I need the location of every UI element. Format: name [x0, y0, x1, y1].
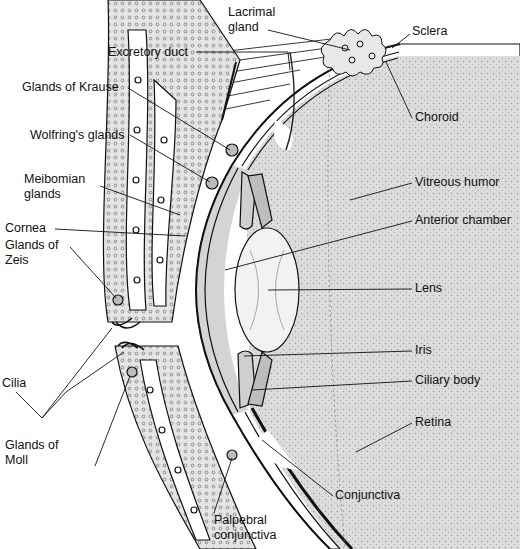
part-label: Choroid [415, 110, 495, 125]
part-label: Cornea [5, 221, 65, 236]
eyeball [196, 44, 520, 549]
part-label: Iris [415, 343, 475, 358]
lacrimal-gland [321, 29, 386, 76]
part-label: Lens [415, 281, 475, 296]
part-label: Lacrimal gland [228, 5, 288, 35]
part-label: Ciliary body [415, 373, 510, 388]
part-label: Cilia [2, 376, 52, 391]
leader-lines [16, 30, 412, 513]
upper-eyelid [103, 0, 240, 322]
part-label: Vitreous humor [415, 175, 515, 190]
part-label: Excretory duct [108, 45, 203, 60]
part-label: Conjunctiva [335, 488, 425, 503]
part-label: Retina [415, 415, 475, 430]
part-label: Glands of Krause [22, 80, 132, 95]
part-label: Wolfring's glands [30, 128, 140, 143]
cilia [112, 318, 144, 350]
part-label: Sclera [412, 24, 472, 39]
part-label: Palpebral conjunctiva [214, 513, 299, 543]
part-label: Glands of Moll [5, 438, 75, 468]
part-label: Anterior chamber [415, 213, 520, 228]
part-label: Glands of Zeis [5, 238, 75, 268]
part-label: Meibomian glands [24, 172, 102, 202]
